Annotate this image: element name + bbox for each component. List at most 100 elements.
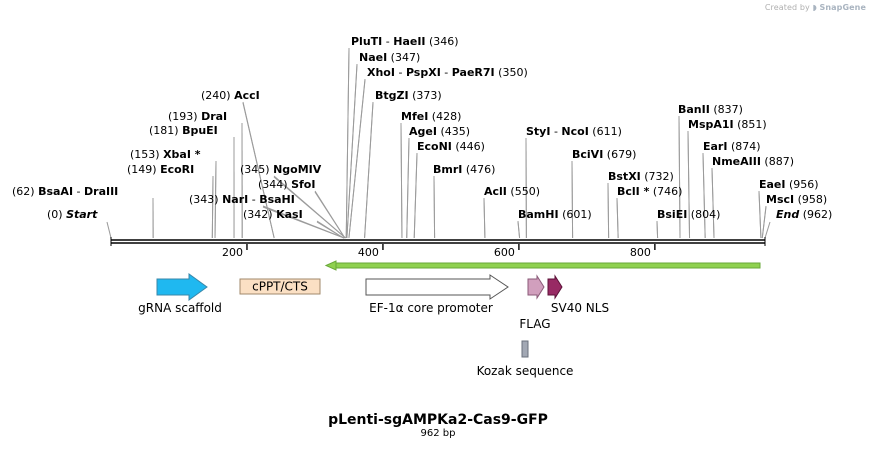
feature-FLAG: FLAG bbox=[519, 274, 551, 331]
feature-EF1a-core-promoter: EF-1α core promoter bbox=[365, 274, 509, 315]
Kozak-label: Kozak sequence bbox=[477, 364, 574, 378]
svg-text:(193) DraI: (193) DraI bbox=[168, 110, 227, 123]
site-xhoi: XhoI - PspXI - PaeR7I (350) bbox=[367, 66, 528, 79]
site-drai: (193) DraI bbox=[168, 110, 227, 123]
site-leader-line bbox=[571, 161, 574, 239]
site-leader-line bbox=[346, 64, 358, 239]
site-banii: BanII (837) bbox=[678, 103, 743, 116]
site-leader-line bbox=[483, 198, 486, 239]
feature-gRNA-scaffold: gRNA scaffold bbox=[138, 273, 222, 315]
map-title-block: pLenti-sgAMPKa2-Cas9-GFP 962 bp bbox=[0, 412, 876, 439]
site-position: (601) bbox=[559, 208, 592, 221]
site-leader-line bbox=[413, 153, 418, 239]
site-leader-line bbox=[711, 168, 715, 239]
svg-text:AgeI (435): AgeI (435) bbox=[409, 125, 470, 138]
site-ecori: (149) EcoRI bbox=[127, 163, 194, 176]
svg-text:MscI (958): MscI (958) bbox=[766, 193, 827, 206]
site-position: (550) bbox=[507, 185, 540, 198]
site-eari: EarI (874) bbox=[703, 140, 761, 153]
site-leader-line bbox=[364, 102, 374, 239]
svg-text:(342) KasI: (342) KasI bbox=[243, 208, 303, 221]
enzyme-name: EcoNI bbox=[417, 140, 452, 153]
feature-Kozak-sequence: Kozak sequence bbox=[477, 340, 574, 378]
site-leader-line bbox=[314, 191, 346, 239]
site-position: (851) bbox=[734, 118, 767, 131]
site-leader-line bbox=[348, 79, 366, 239]
site-position: (149) bbox=[127, 163, 160, 176]
feature-cPPT-CTS: cPPT/CTS bbox=[239, 278, 321, 295]
enzyme-name: BamHI bbox=[518, 208, 559, 221]
svg-text:(153) XbaI *: (153) XbaI * bbox=[130, 148, 201, 161]
name-separator: - bbox=[382, 35, 393, 48]
site-position: (887) bbox=[761, 155, 794, 168]
site-position: (476) bbox=[462, 163, 495, 176]
site-econi: EcoNI (446) bbox=[417, 140, 485, 153]
enzyme-name: StyI bbox=[526, 125, 550, 138]
cPPT-CTS-box bbox=[239, 278, 321, 295]
site-leader-line bbox=[433, 176, 436, 239]
start-leader bbox=[106, 221, 112, 239]
EF1a-promoter-label: EF-1α core promoter bbox=[369, 301, 493, 315]
svg-text:(0) Start: (0) Start bbox=[47, 208, 98, 221]
enzyme-name: BsaAI bbox=[38, 185, 73, 198]
svg-text:BanII (837): BanII (837) bbox=[678, 103, 743, 116]
site-mfei: MfeI (428) bbox=[401, 110, 461, 123]
orf-arrow bbox=[324, 260, 761, 271]
enzyme-name: XbaI * bbox=[163, 148, 201, 161]
tick-label: 600 bbox=[494, 246, 515, 259]
plasmid-length: 962 bp bbox=[420, 428, 456, 439]
snapgene-logo: ◗ bbox=[812, 3, 817, 12]
site-leader-line bbox=[406, 138, 410, 239]
enzyme-name: MspA1I bbox=[688, 118, 734, 131]
site-leader-line bbox=[345, 48, 350, 239]
site-leader-line bbox=[517, 221, 521, 239]
site-nari: (343) NarI - BsaHI bbox=[189, 193, 295, 206]
site-msci: MscI (958) bbox=[766, 193, 827, 206]
enzyme-name: BstXI bbox=[608, 170, 641, 183]
sequence-backbone bbox=[110, 237, 766, 246]
site-acci: (240) AccI bbox=[201, 89, 260, 102]
site-position: (153) bbox=[130, 148, 163, 161]
name-separator: - bbox=[550, 125, 561, 138]
enzyme-name: AclI bbox=[484, 185, 507, 198]
site-position: (373) bbox=[409, 89, 442, 102]
enzyme-name: BsaHI bbox=[259, 193, 295, 206]
name-separator: - bbox=[73, 185, 84, 198]
enzyme-name: PaeR7I bbox=[452, 66, 495, 79]
site-bcivi: BciVI (679) bbox=[572, 148, 636, 161]
tick-label: 800 bbox=[630, 246, 651, 259]
enzyme-name: PspXI bbox=[406, 66, 441, 79]
site-position: (746) bbox=[649, 185, 682, 198]
site-position: (343) bbox=[189, 193, 222, 206]
svg-text:StyI - NcoI (611): StyI - NcoI (611) bbox=[526, 125, 622, 138]
svg-text:BtgZI (373): BtgZI (373) bbox=[375, 89, 442, 102]
enzyme-name: BmrI bbox=[433, 163, 462, 176]
svg-text:(344) SfoI: (344) SfoI bbox=[258, 178, 315, 191]
site-bpuei: (181) BpuEI bbox=[149, 124, 218, 137]
site-position: (181) bbox=[149, 124, 182, 137]
enzyme-name: XhoI bbox=[367, 66, 395, 79]
SV40-NLS-label: SV40 NLS bbox=[551, 301, 609, 315]
site-position: (345) bbox=[240, 163, 273, 176]
credit-brand: SnapGene bbox=[819, 3, 866, 12]
site-position: (346) bbox=[426, 35, 459, 48]
gRNA-scaffold-label: gRNA scaffold bbox=[138, 301, 222, 315]
site-mspa1i: MspA1I (851) bbox=[688, 118, 767, 131]
svg-text:NaeI (347): NaeI (347) bbox=[359, 51, 420, 64]
site-leader-line bbox=[656, 221, 659, 239]
site-position: (611) bbox=[589, 125, 622, 138]
enzyme-name: MfeI bbox=[401, 110, 428, 123]
enzyme-name: BciVI bbox=[572, 148, 603, 161]
enzyme-name: EaeI bbox=[759, 178, 786, 191]
svg-text:(181) BpuEI: (181) BpuEI bbox=[149, 124, 218, 137]
name-separator: - bbox=[395, 66, 406, 79]
site-leader-line bbox=[211, 176, 214, 239]
EF1a-promoter-arrow bbox=[365, 274, 509, 300]
svg-text:XhoI - PspXI - PaeR7I (3: XhoI - PspXI - PaeR7I (350) bbox=[367, 66, 528, 79]
site-agei: AgeI (435) bbox=[409, 125, 470, 138]
site-btgzi: BtgZI (373) bbox=[375, 89, 442, 102]
enzyme-name: EarI bbox=[703, 140, 727, 153]
feature-SV40-NLS: SV40 NLS bbox=[547, 274, 609, 315]
site-leader-line bbox=[400, 123, 403, 239]
